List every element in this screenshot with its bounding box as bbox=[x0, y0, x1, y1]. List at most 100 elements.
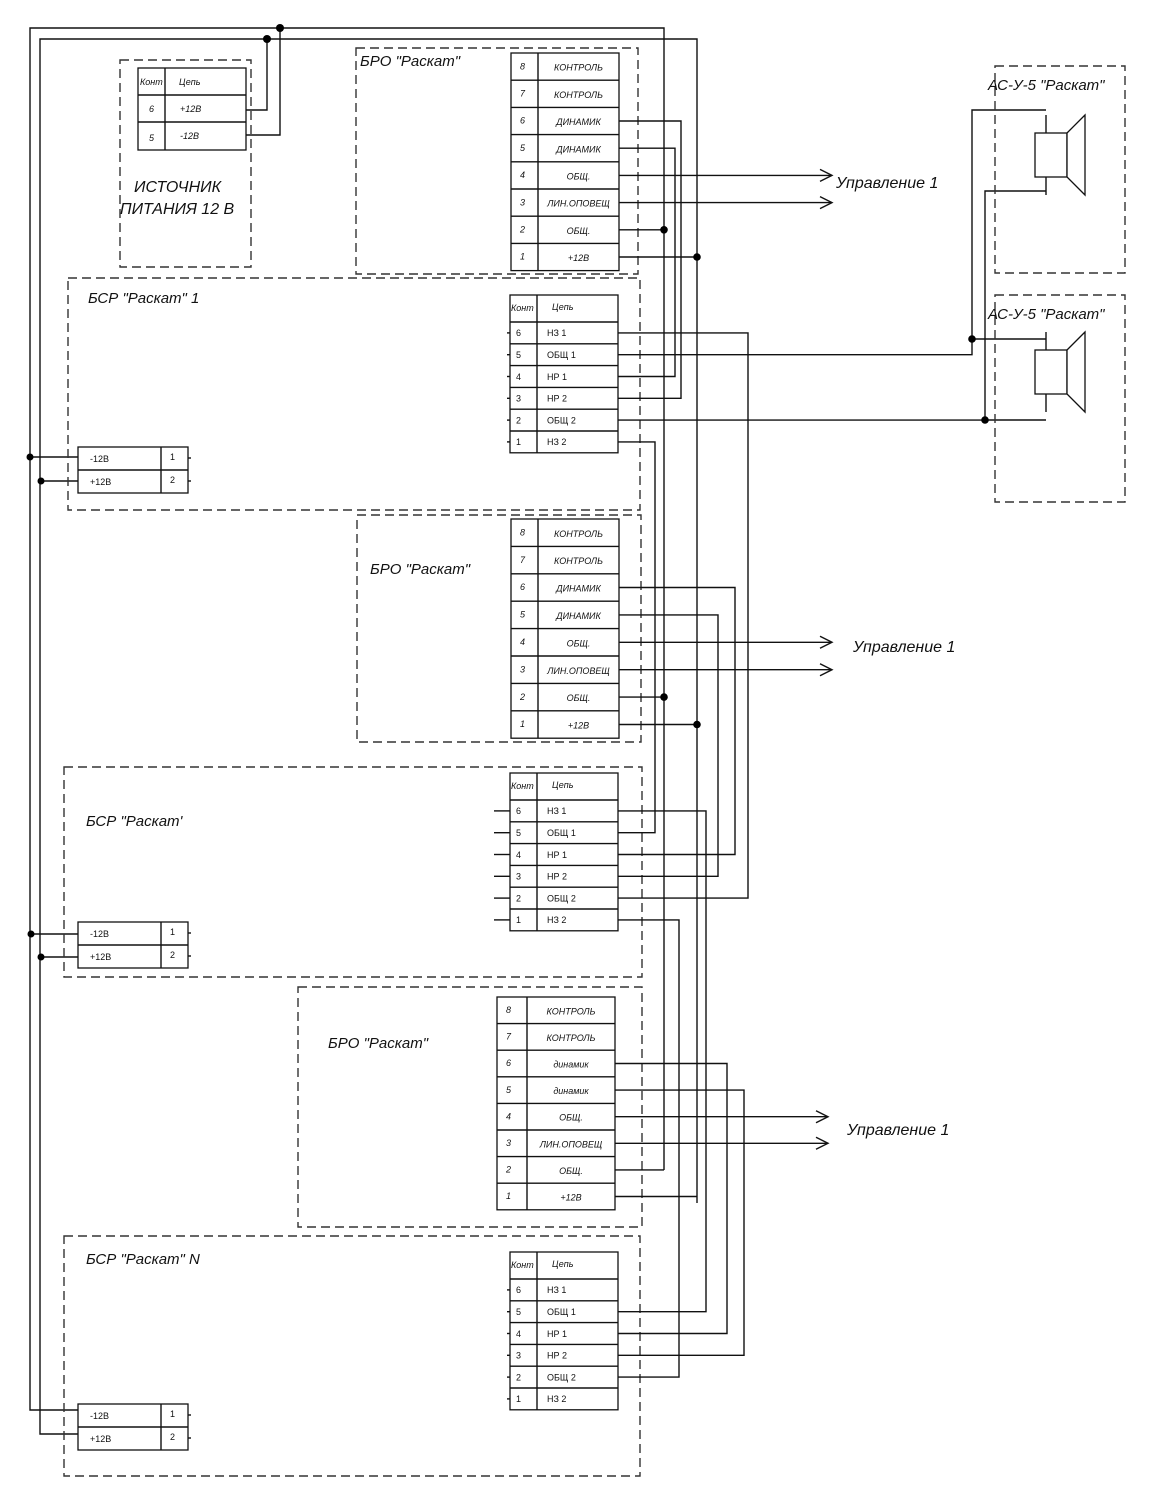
bsr-pin: 1 bbox=[516, 915, 521, 925]
bro-signal: ОБЩ. bbox=[567, 171, 591, 181]
signal-wires: Управление 1 Управление 1 Управление 1 bbox=[615, 109, 1046, 1378]
bsr-power-pin: 1 bbox=[170, 452, 175, 462]
bsr-pin: 1 bbox=[516, 437, 521, 447]
bus-plus-12v bbox=[267, 38, 698, 1203]
bsr-pin: 1 bbox=[516, 1394, 521, 1404]
bro-pin: 6 bbox=[520, 116, 525, 126]
bro-title: БРО "Раскат" bbox=[360, 53, 461, 70]
bsr-signal: НЗ 2 bbox=[547, 437, 566, 447]
psu-header-pin: Конт bbox=[140, 77, 163, 87]
bsr-pin: 6 bbox=[516, 806, 521, 816]
bro-pin: 5 bbox=[520, 143, 526, 153]
junction-dot bbox=[693, 253, 701, 261]
bus-minus-12v-left bbox=[29, 27, 280, 1411]
bro-signal: ДИНАМИК bbox=[555, 584, 601, 594]
bro-pin: 1 bbox=[520, 719, 525, 729]
bro-pin: 5 bbox=[520, 610, 526, 620]
bro-pin: 8 bbox=[506, 1005, 511, 1015]
bro-pin: 4 bbox=[520, 170, 525, 180]
bsr-signal: НР 2 bbox=[547, 872, 567, 882]
wire bbox=[618, 586, 736, 856]
psu-pin: 5 bbox=[149, 133, 155, 143]
bsr-pin: 2 bbox=[516, 415, 521, 425]
bsr-signal: ОБЩ 2 bbox=[547, 893, 576, 903]
bsr-pin: 5 bbox=[516, 1307, 521, 1317]
bsr-power-pin: 2 bbox=[170, 1432, 175, 1442]
psu-title-line2: ПИТАНИЯ 12 В bbox=[120, 201, 235, 218]
bro-pin: 7 bbox=[520, 555, 526, 565]
bro-pin: 3 bbox=[506, 1138, 511, 1148]
control-label: Управление 1 bbox=[852, 639, 955, 656]
bsr-pin: 4 bbox=[516, 1329, 521, 1339]
bsr-power-pin: 2 bbox=[170, 950, 175, 960]
wire bbox=[615, 1062, 728, 1335]
bro-signal: КОНТРОЛЬ bbox=[547, 1006, 596, 1016]
junction-dot bbox=[693, 720, 701, 729]
psu-signal: +12В bbox=[180, 104, 201, 114]
bro-signal: КОНТРОЛЬ bbox=[554, 90, 603, 100]
bsr-header-signal: Цепь bbox=[552, 780, 574, 790]
bro-signal: ЛИН.ОПОВЕЩ bbox=[546, 199, 610, 209]
bro-pin: 4 bbox=[506, 1111, 511, 1121]
bro-pin: 2 bbox=[519, 225, 525, 235]
bro-signal: динамик bbox=[553, 1059, 589, 1069]
bsr-signal: НЗ 1 bbox=[547, 806, 566, 816]
bro-signal: +12В bbox=[568, 721, 589, 731]
wire bbox=[615, 1089, 745, 1357]
bro-pin: 1 bbox=[520, 252, 525, 262]
bsr-power-signal: -12В bbox=[90, 929, 109, 939]
bsr-pin: 3 bbox=[516, 394, 521, 404]
bsr-power-pin: 1 bbox=[170, 927, 175, 937]
bro-pin: 3 bbox=[520, 664, 525, 674]
bsr-power-signal: +12В bbox=[90, 952, 111, 962]
bsr-signal: НЗ 1 bbox=[547, 328, 566, 338]
bro-signal: динамик bbox=[553, 1086, 589, 1096]
control-label: Управление 1 bbox=[846, 1122, 949, 1139]
wire bbox=[618, 332, 749, 899]
bro-signal: ЛИН.ОПОВЕЩ bbox=[546, 666, 610, 676]
bsr-header-pin: Конт bbox=[511, 781, 534, 791]
bsr-title: БСР "Раскат" N bbox=[86, 1251, 200, 1268]
speaker-title: АС-У-5 "Раскат" bbox=[987, 306, 1105, 323]
bro-pin: 6 bbox=[506, 1058, 511, 1068]
bro-signal: +12В bbox=[568, 253, 589, 263]
bro-signal: ОБЩ. bbox=[559, 1113, 583, 1123]
bro-title: БРО "Раскат" bbox=[328, 1035, 429, 1052]
bsr-pin: 5 bbox=[516, 828, 521, 838]
speaker-title: АС-У-5 "Раскат" bbox=[987, 77, 1105, 94]
control-label: Управление 1 bbox=[835, 175, 938, 192]
bsr-pin: 2 bbox=[516, 1372, 521, 1382]
junction-dot bbox=[263, 35, 271, 43]
bsr-signal: НР 2 bbox=[547, 394, 567, 404]
power-bus-wires bbox=[26, 24, 698, 1435]
bro-pin: 1 bbox=[506, 1191, 511, 1201]
junction-dot bbox=[660, 693, 668, 701]
bsr-pin: 4 bbox=[516, 850, 521, 860]
junction-dot bbox=[660, 226, 668, 234]
bsr-title: БСР "Раскат" 1 bbox=[88, 290, 199, 307]
bus-plus-12v-left bbox=[39, 38, 267, 1435]
bsr-header-signal: Цепь bbox=[552, 1259, 574, 1269]
arrow-head bbox=[819, 195, 834, 210]
bro-signal: ОБЩ. bbox=[567, 226, 591, 236]
wire bbox=[618, 120, 682, 399]
bsr-pin: 6 bbox=[516, 1285, 521, 1295]
bsr-power-pin: 1 bbox=[170, 1409, 175, 1419]
bro-pin: 7 bbox=[506, 1032, 512, 1042]
bro-signal: ДИНАМИК bbox=[555, 144, 601, 154]
bro-signal: КОНТРОЛЬ bbox=[547, 1033, 596, 1043]
bro-signal: КОНТРОЛЬ bbox=[554, 529, 603, 539]
wire bbox=[618, 614, 719, 877]
bsr-power-signal: -12В bbox=[90, 1411, 109, 1421]
wire bbox=[618, 147, 676, 378]
psu-pin: 6 bbox=[149, 104, 154, 114]
wire bbox=[618, 919, 680, 1378]
bsr-signal: НЗ 2 bbox=[547, 1394, 566, 1404]
bro-signal: КОНТРОЛЬ bbox=[554, 63, 603, 73]
arrow-head bbox=[819, 635, 834, 649]
